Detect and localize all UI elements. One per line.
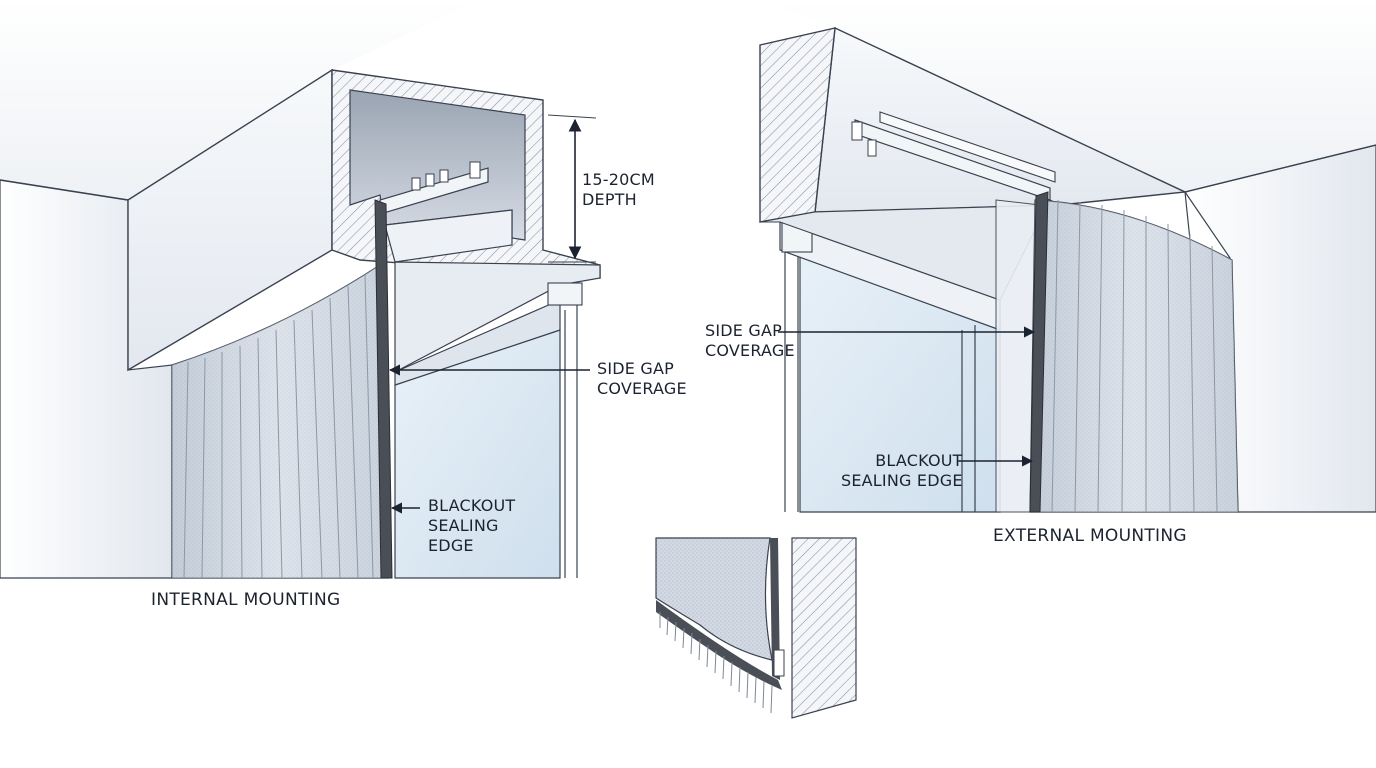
inset-brush-fringe: [659, 612, 773, 714]
internal-blackout-callout: BLACKOUT SEALING EDGE: [428, 496, 515, 556]
external-side-gap-callout: SIDE GAP COVERAGE: [705, 321, 795, 361]
internal-side-gap-line2: COVERAGE: [597, 379, 687, 398]
seal-detail-inset: [655, 537, 857, 719]
external-mounting-caption: EXTERNAL MOUNTING: [993, 526, 1187, 546]
external-curtain-track: [851, 111, 1056, 201]
internal-blackout-seal: [374, 199, 393, 579]
internal-side-gap-line1: SIDE GAP: [597, 359, 674, 378]
external-curtain: [1029, 199, 1239, 513]
external-blackout-line1: BLACKOUT: [875, 451, 963, 470]
internal-blackout-line3: EDGE: [428, 536, 474, 555]
external-side-gap-line1: SIDE GAP: [705, 321, 782, 340]
internal-mounting-illustration: [0, 0, 601, 579]
inset-seal-edge: [656, 600, 782, 690]
internal-curtain: [171, 263, 389, 579]
internal-side-gap-callout: SIDE GAP COVERAGE: [597, 359, 687, 399]
internal-blackout-line2: SEALING: [428, 516, 499, 535]
inset-curtain-fabric: [655, 537, 773, 661]
external-blackout-line2: SEALING EDGE: [841, 471, 963, 490]
external-ceiling: [760, 0, 1376, 192]
internal-mounting-caption: INTERNAL MOUNTING: [151, 590, 341, 610]
external-blackout-seal: [1029, 191, 1049, 513]
depth-callout-line1: 15-20CM: [582, 170, 655, 189]
external-blackout-callout: BLACKOUT SEALING EDGE: [841, 451, 963, 491]
internal-curtain-track: [379, 161, 583, 306]
inset-wall-section: [791, 537, 857, 719]
internal-ceiling: [0, 0, 480, 200]
depth-callout: 15-20CM DEPTH: [582, 170, 655, 210]
internal-blackout-line1: BLACKOUT: [428, 496, 516, 515]
depth-callout-line2: DEPTH: [582, 190, 637, 209]
external-side-gap-line2: COVERAGE: [705, 341, 795, 360]
external-mounting-illustration: [759, 0, 1376, 513]
